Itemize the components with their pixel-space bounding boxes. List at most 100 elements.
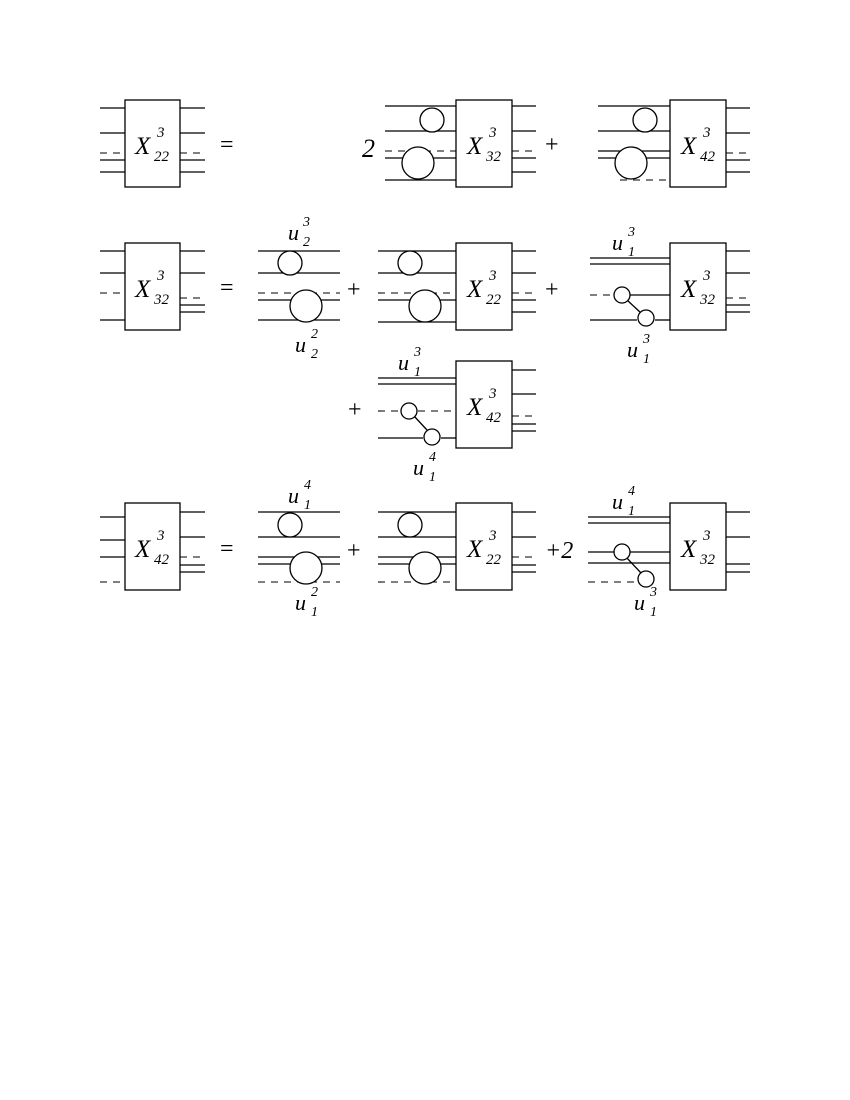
block-label: X — [466, 276, 484, 303]
svg-text:u: u — [288, 483, 299, 508]
block-sup: 3 — [488, 386, 497, 402]
svg-text:u: u — [634, 590, 645, 615]
block-label: X — [134, 536, 152, 563]
plus-sign: + — [348, 397, 362, 423]
term-3-2: + X 3 22 — [347, 502, 536, 591]
svg-text:u: u — [612, 230, 623, 255]
loop-vertex — [289, 551, 323, 585]
label-top: u 4 1 — [288, 478, 311, 513]
svg-text:1: 1 — [650, 605, 657, 620]
coefficient: 2 — [362, 134, 375, 163]
label-bottom: u 3 1 — [634, 585, 657, 620]
block-label: X — [680, 133, 698, 160]
vertex — [637, 309, 655, 327]
svg-text:4: 4 — [429, 450, 436, 465]
svg-text:2: 2 — [303, 235, 310, 250]
equals-sign: = — [220, 275, 234, 301]
svg-text:1: 1 — [628, 245, 635, 260]
block-sup: 3 — [702, 268, 711, 284]
block-x-22 — [455, 242, 513, 331]
vertex — [637, 570, 655, 588]
loop-vertex — [277, 250, 303, 276]
block-label: X — [680, 536, 698, 563]
block-sub: 42 — [700, 149, 716, 165]
svg-text:u: u — [627, 337, 638, 362]
loop-vertex — [401, 146, 435, 180]
block-x-32 — [455, 99, 513, 188]
block-label: X — [466, 133, 484, 160]
label-top: u 3 2 — [288, 215, 310, 250]
svg-text:u: u — [288, 220, 299, 245]
svg-text:u: u — [413, 455, 424, 480]
loop-vertex — [397, 250, 423, 276]
equation-3: X 3 42 = u 4 1 u 2 1 — [100, 478, 750, 620]
svg-text:3: 3 — [642, 332, 650, 347]
svg-text:1: 1 — [304, 498, 311, 513]
loop-vertex — [397, 512, 423, 538]
vertex — [423, 428, 441, 446]
block-sup: 3 — [488, 528, 497, 544]
coefficient: +2 — [545, 538, 573, 564]
vertex — [613, 286, 631, 304]
block-x-22 — [124, 99, 181, 188]
equation-2: X 3 32 = u 3 2 u 2 2 — [100, 215, 750, 485]
term-3-1: u 4 1 u 2 1 — [258, 478, 340, 620]
block-label: X — [134, 276, 152, 303]
loop-vertex — [408, 551, 442, 585]
label-bottom: u 2 2 — [295, 327, 318, 362]
block-sub: 42 — [486, 410, 502, 426]
term-1-1: 2 X 3 32 — [362, 99, 536, 188]
vertex — [400, 402, 418, 420]
block-sup: 3 — [702, 528, 711, 544]
svg-text:u: u — [398, 350, 409, 375]
term-3-3: +2 u 4 1 u 3 1 X — [545, 484, 750, 620]
loop-vertex — [614, 146, 648, 180]
svg-text:3: 3 — [649, 585, 657, 600]
svg-text:u: u — [295, 332, 306, 357]
block-sup: 3 — [156, 268, 165, 284]
plus-sign: + — [347, 538, 361, 564]
block-sub: 32 — [699, 552, 716, 568]
loop-vertex — [289, 289, 323, 323]
vertex — [613, 543, 631, 561]
block-label: X — [680, 276, 698, 303]
term-2-1: u 3 2 u 2 2 — [258, 215, 340, 362]
label-bottom: u 3 1 — [627, 332, 650, 367]
loop-vertex — [632, 107, 658, 133]
block-sub: 32 — [153, 292, 170, 308]
svg-text:u: u — [612, 489, 623, 514]
block-x-32 — [669, 502, 727, 591]
svg-text:4: 4 — [628, 484, 635, 499]
plus-sign: + — [545, 132, 559, 158]
term-2-3: + u 3 1 u 3 1 — [545, 225, 750, 367]
svg-text:1: 1 — [414, 365, 421, 380]
label-bottom: u 2 1 — [295, 585, 318, 620]
lhs-diagram-2: X 3 32 — [100, 242, 205, 331]
label-top: u 4 1 — [612, 484, 635, 519]
svg-text:1: 1 — [311, 605, 318, 620]
block-label: X — [134, 133, 152, 160]
term-2-2: + X 3 22 — [347, 242, 536, 331]
block-x-32 — [124, 242, 181, 331]
svg-text:3: 3 — [627, 225, 635, 240]
svg-text:u: u — [295, 590, 306, 615]
plus-sign: + — [545, 277, 559, 303]
equals-sign: = — [220, 132, 234, 158]
svg-text:2: 2 — [311, 347, 318, 362]
label-top: u 3 1 — [612, 225, 635, 260]
equation-1: X 3 22 = 2 X 3 32 + — [100, 99, 750, 188]
block-sup: 3 — [702, 125, 711, 141]
block-x-32 — [669, 242, 727, 331]
block-x-22 — [455, 502, 513, 591]
block-x-42 — [669, 99, 727, 188]
term-1-2: + X 3 42 — [545, 99, 750, 188]
svg-text:1: 1 — [429, 470, 436, 485]
term-2-4: + u 3 1 u 4 1 — [348, 345, 536, 485]
block-label: X — [466, 536, 484, 563]
svg-text:2: 2 — [311, 585, 318, 600]
svg-text:1: 1 — [628, 504, 635, 519]
label-bottom: u 4 1 — [413, 450, 436, 485]
plus-sign: + — [347, 277, 361, 303]
block-sub: 22 — [154, 149, 170, 165]
